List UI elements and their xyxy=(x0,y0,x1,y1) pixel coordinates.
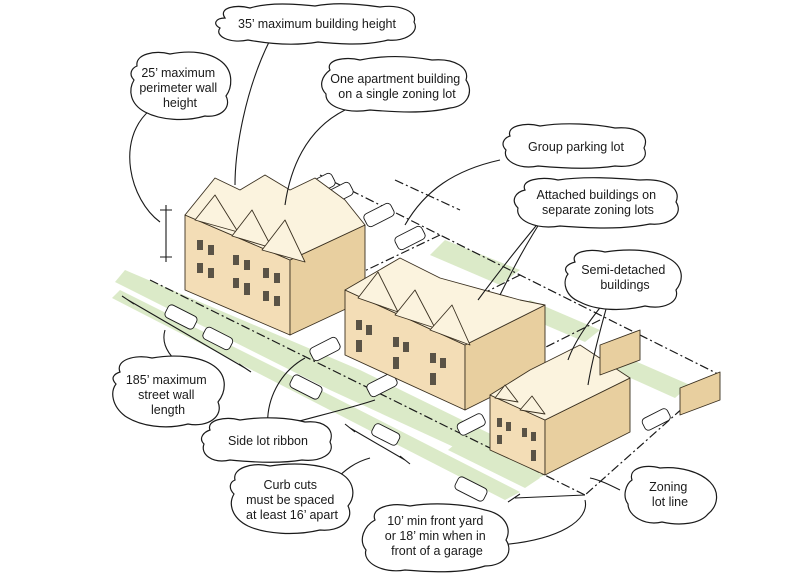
label-group-parking: Group parking lot xyxy=(528,140,624,154)
car xyxy=(641,407,672,431)
car xyxy=(362,202,395,228)
car xyxy=(393,225,426,251)
label-max-height: 35’ maximum building height xyxy=(238,17,396,31)
lot-line-parking xyxy=(395,180,460,210)
label-one-apartment: One apartment building on a single zonin… xyxy=(330,72,463,101)
label-zoning-lot-line: Zoning lot line xyxy=(649,480,691,509)
label-attached-buildings: Attached buildings on separate zoning lo… xyxy=(536,188,659,217)
garage-2 xyxy=(680,372,720,415)
label-front-yard: 10’ min front yard or 18’ min when in fr… xyxy=(385,514,489,558)
label-side-lot-ribbon: Side lot ribbon xyxy=(228,434,308,448)
